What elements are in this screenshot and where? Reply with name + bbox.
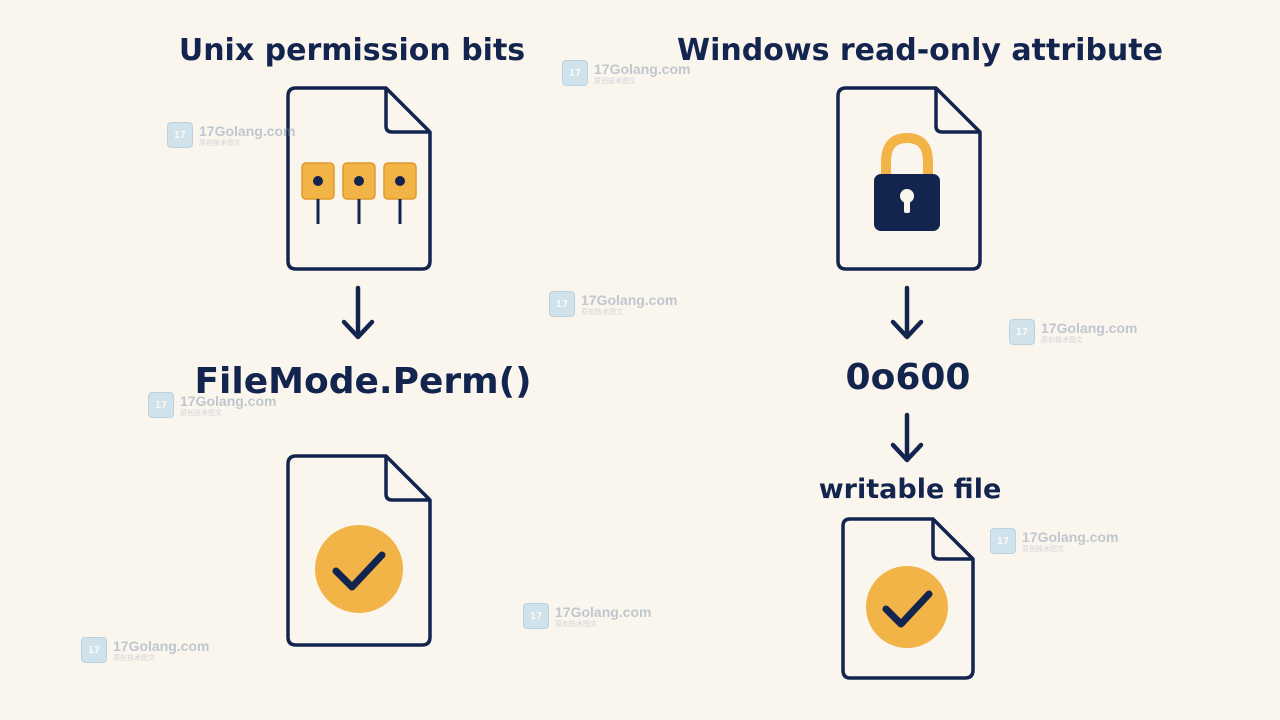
checked-document-icon (841, 517, 975, 680)
watermark-logo-icon: 17 (549, 291, 575, 317)
watermark-logo-icon: 17 (81, 637, 107, 663)
arrow-down-icon (341, 285, 375, 340)
checkmark-icon (315, 525, 403, 613)
writable-file-label: writable file (818, 474, 1002, 505)
permission-bits-icon (301, 162, 417, 224)
watermark-logo-icon: 17 (148, 392, 174, 418)
arrow-down-icon (890, 412, 924, 463)
locked-document-icon (836, 86, 982, 271)
watermark-logo-icon: 17 (1009, 319, 1035, 345)
watermark-logo-icon: 17 (990, 528, 1016, 554)
lock-icon (874, 132, 940, 231)
watermark-logo-icon: 17 (167, 122, 193, 148)
checked-document-icon (286, 454, 432, 647)
octal-value-label: 0o600 (845, 357, 971, 398)
permission-bits-document-icon (286, 86, 432, 271)
checkmark-icon (866, 566, 948, 648)
watermark-logo-icon: 17 (562, 60, 588, 86)
filemode-perm-label: FileMode.Perm() (194, 361, 532, 402)
unix-permission-title: Unix permission bits (178, 33, 526, 68)
windows-readonly-title: Windows read-only attribute (677, 33, 1163, 68)
watermark-logo-icon: 17 (523, 603, 549, 629)
arrow-down-icon (890, 285, 924, 340)
